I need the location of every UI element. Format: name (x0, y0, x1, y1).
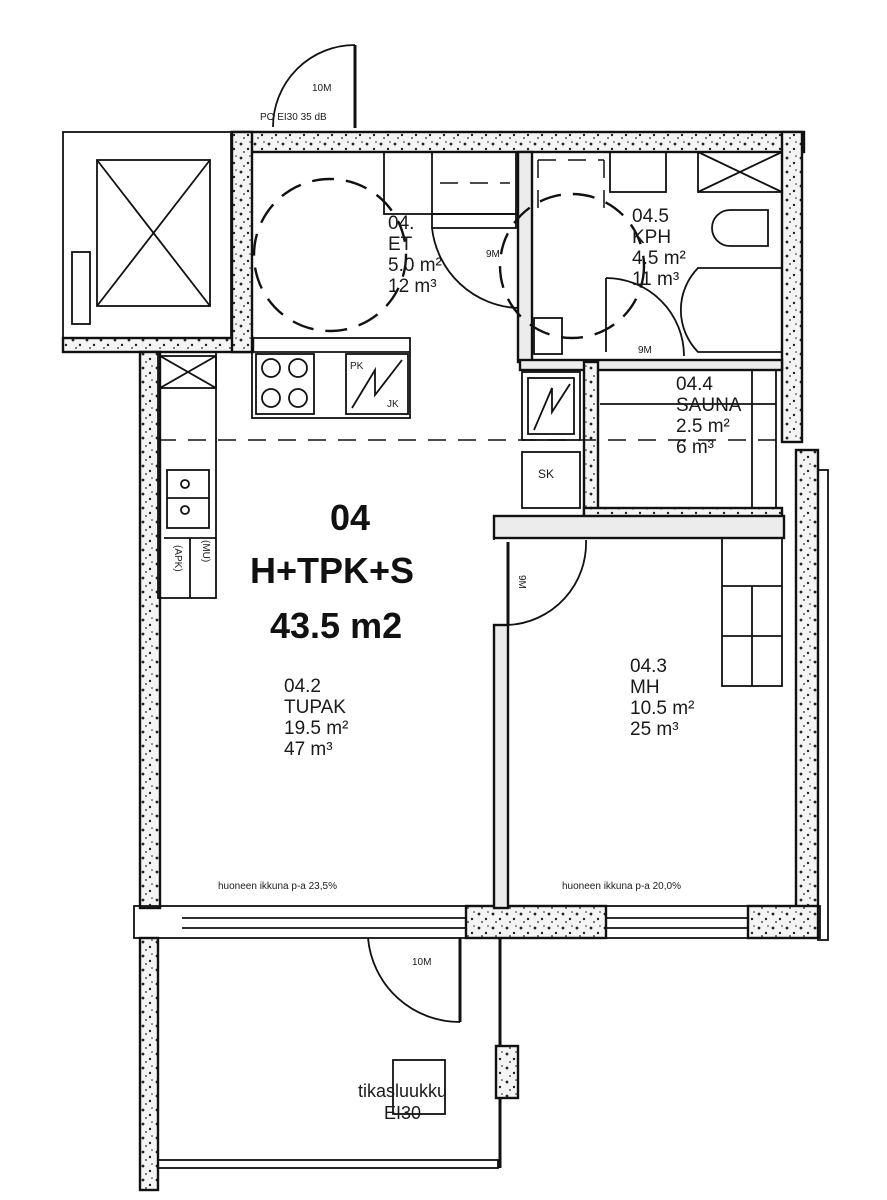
entry-volume: 12 m³ (388, 276, 437, 297)
living-name: TUPAK (284, 697, 346, 718)
apartment-number: 04 (330, 497, 371, 538)
bedroom-id: 04.3 (630, 656, 667, 677)
shower (680, 267, 783, 353)
main-door-size-label: 10M (312, 83, 332, 94)
microwave-label: (MU) (200, 540, 211, 563)
bedroom-door-size-label: 9M (516, 575, 527, 589)
fridge-freezer (345, 353, 409, 415)
freezer-bottom-label: JK (387, 399, 399, 410)
kitchen-counter (157, 337, 411, 599)
bedroom-door (506, 539, 587, 626)
ladder-hatch-line1: tikasluukku (358, 1081, 448, 1101)
ladder-hatch-label: tikasluukku EI30 (358, 1080, 447, 1124)
living-volume: 47 m³ (284, 739, 333, 760)
sauna-id: 04.4 (676, 374, 713, 395)
bathroom-id: 04.5 (632, 206, 669, 227)
sauna-stove (521, 451, 581, 509)
bedroom-room-label: 04.3 MH 10.5 m² 25 m³ (630, 656, 694, 740)
toilet (711, 209, 769, 247)
entry-area: 5.0 m² (388, 255, 442, 276)
bedroom-name: MH (630, 677, 660, 698)
ladder-hatch-line2: EI30 (384, 1103, 422, 1123)
entry-turning-circle (252, 177, 408, 333)
bathroom-door-size-label: 9M (638, 345, 652, 356)
interior-walls (492, 150, 786, 910)
entry-room-label: 04. ET 5.0 m² 12 m³ (388, 213, 442, 297)
main-entrance-door (272, 44, 357, 128)
sauna-room-label: 04.4 SAUNA 2.5 m² 6 m³ (676, 374, 741, 458)
bathroom-fixtures (498, 151, 783, 357)
bathroom-area: 4.5 m² (632, 248, 686, 269)
balcony-door-size-label: 10M (412, 957, 432, 968)
bathroom-name: KPH (632, 227, 672, 248)
dishwasher-label: (APK) (172, 545, 183, 572)
sauna-stove-label: SK (538, 467, 555, 481)
main-door-spec-label: PO EI30 35 dB (260, 112, 327, 123)
entry-id: 04. (388, 213, 415, 234)
entry-name: ET (388, 234, 413, 255)
freezer-top-label: PK (350, 361, 364, 372)
sauna-name: SAUNA (676, 395, 742, 416)
exterior-walls (133, 130, 829, 941)
living-area: 19.5 m² (284, 718, 349, 739)
apartment-area: 43.5 m2 (270, 605, 403, 646)
stove (255, 353, 315, 415)
living-window-ratio: huoneen ikkuna p-a 23,5% (218, 881, 337, 892)
ladder-hatch (392, 1059, 446, 1115)
bathroom-volume: 11 m³ (632, 269, 680, 290)
living-id: 04.2 (284, 676, 321, 697)
entry-closet (383, 151, 517, 229)
balcony (138, 936, 520, 1192)
bedroom-window-ratio: huoneen ikkuna p-a 20,0% (562, 881, 681, 892)
elevator-shaft (61, 131, 255, 354)
bedroom-area: 10.5 m² (630, 698, 695, 719)
sink (166, 469, 210, 529)
bedroom-volume: 25 m³ (630, 719, 679, 740)
sauna-volume: 6 m³ (676, 437, 714, 458)
bathroom-room-label: 04.5 KPH 4.5 m² 11 m³ (632, 206, 686, 290)
sauna-area: 2.5 m² (676, 416, 730, 437)
living-room-label: 04.2 TUPAK 19.5 m² 47 m³ (284, 676, 348, 760)
entry-door-size-label: 9M (486, 249, 500, 260)
bedroom-wardrobe (721, 537, 783, 687)
bathroom-hall-door (431, 227, 519, 309)
apartment-type: H+TPK+S (250, 550, 415, 591)
sauna-fixtures (521, 369, 777, 509)
